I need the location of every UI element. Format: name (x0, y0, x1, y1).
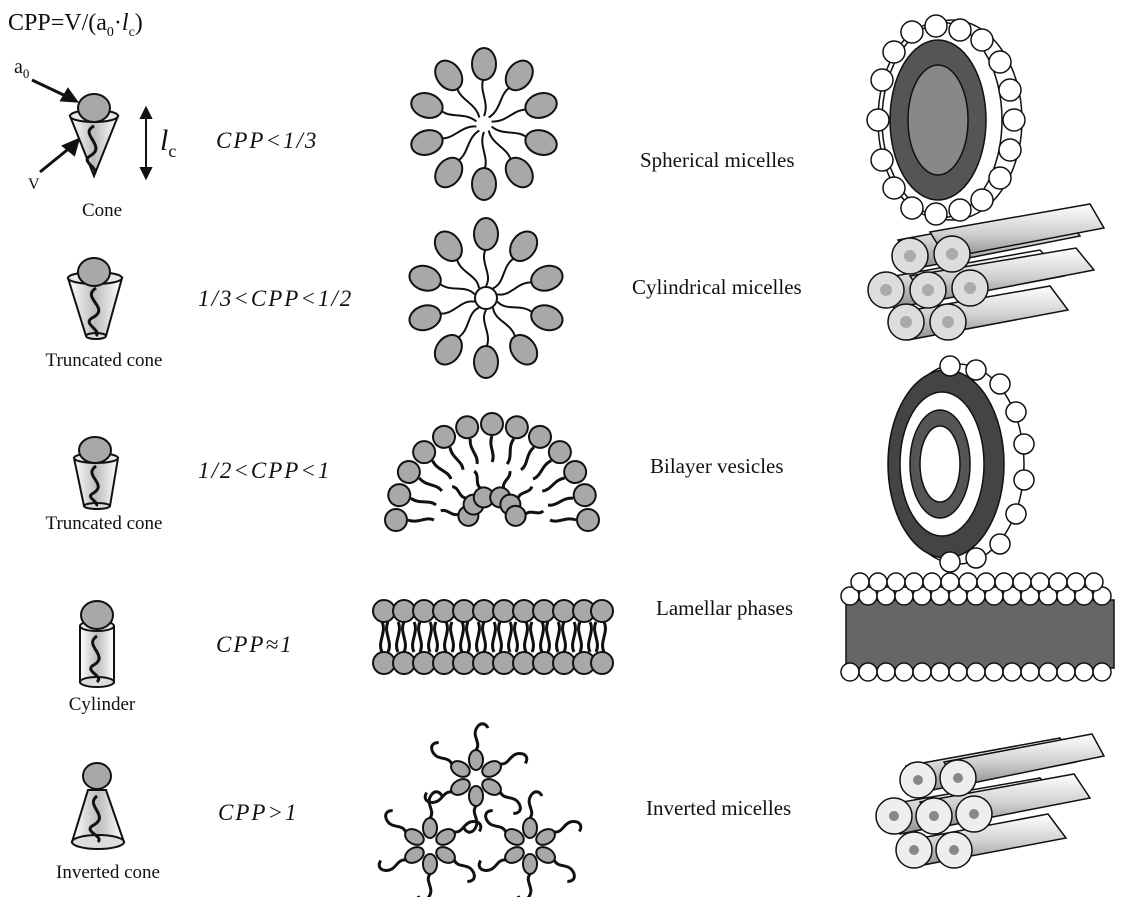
spherical-micelle-drawing (410, 47, 558, 201)
structure-inverted-micelles: Inverted micelles (646, 796, 792, 820)
a0-label: a0 (14, 56, 29, 82)
shape-label-inverted-cone: Inverted cone (56, 862, 160, 883)
bilayer-vesicle-drawing (384, 412, 600, 532)
v-label: V (28, 176, 40, 193)
inverted-micelles-drawing (377, 722, 583, 897)
cpp-formula: CPP=V/(a0·lc) (8, 10, 143, 41)
bilayer-vesicle-3d (887, 355, 1035, 573)
cpp-range-row2: 1/3<CPP<1/2 (198, 286, 354, 311)
formula-l: l (121, 10, 129, 36)
lc-letter: l (160, 124, 169, 157)
cylindrical-micelles-3d (867, 203, 1106, 341)
lc-label: lc (160, 124, 176, 162)
lc-arrow (139, 105, 153, 181)
a0-arrow (31, 78, 80, 103)
shape-label-truncated-cone-1: Truncated cone (45, 350, 163, 371)
shape-label-truncated-cone-2: Truncated cone (45, 513, 163, 534)
structure-bilayer-vesicles: Bilayer vesicles (650, 454, 784, 478)
formula-dot: · (113, 10, 122, 36)
formula-text: CPP=V/(a (8, 10, 107, 36)
a0-letter: a (14, 56, 23, 78)
spherical-micelle-3d (866, 14, 1026, 226)
lamellar-bilayer-drawing (372, 599, 614, 675)
cylindrical-micelle-drawing (408, 217, 564, 379)
inverted-micelles-3d (875, 733, 1106, 869)
formula-sub-c: c (128, 24, 135, 40)
cylinder-shape (79, 600, 115, 688)
lamellar-phase-3d (840, 572, 1115, 682)
shape-label-cone: Cone (81, 200, 123, 221)
formula-close: ) (134, 10, 143, 36)
formula-sub-0: 0 (106, 24, 114, 40)
v-arrow (39, 137, 81, 174)
structure-spherical-micelles: Spherical micelles (640, 148, 795, 172)
a0-sub: 0 (22, 66, 30, 81)
cpp-range-row4: CPP≈1 (216, 632, 294, 657)
cpp-range-row1: CPP<1/3 (216, 128, 319, 153)
cpp-range-row3: 1/2<CPP<1 (198, 458, 332, 483)
truncated-cone-shape-1 (66, 257, 124, 340)
structure-lamellar-phases: Lamellar phases (656, 596, 794, 620)
structure-cylindrical-micelles: Cylindrical micelles (632, 275, 802, 299)
truncated-cone-shape-2 (72, 436, 120, 510)
cpp-range-row5: CPP>1 (218, 800, 299, 825)
shape-label-cylinder: Cylinder (68, 694, 136, 715)
lc-sub: c (168, 141, 177, 161)
cone-shape (68, 93, 120, 179)
inverted-cone-shape (70, 762, 126, 850)
